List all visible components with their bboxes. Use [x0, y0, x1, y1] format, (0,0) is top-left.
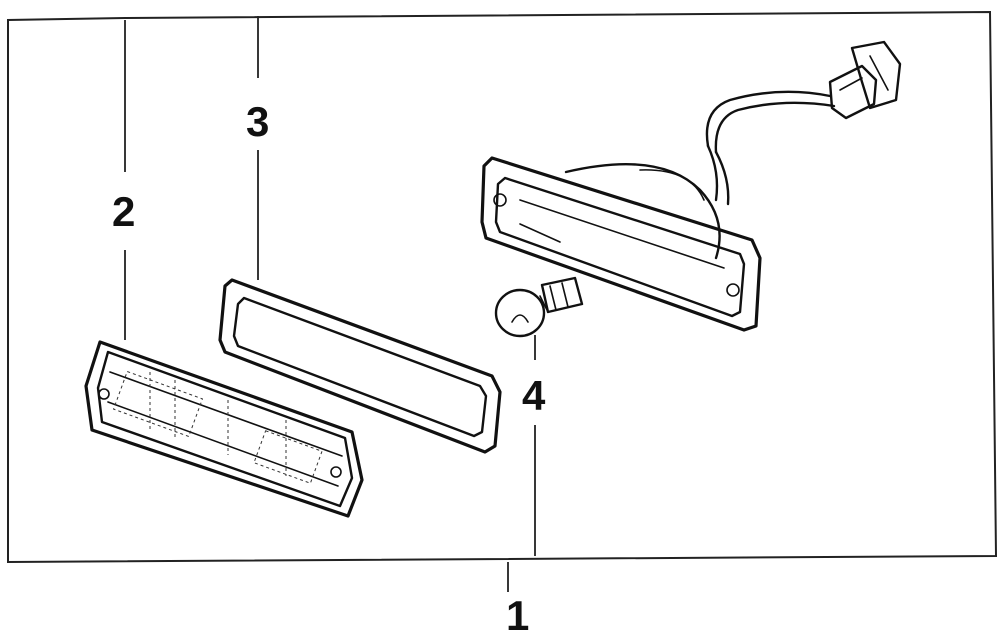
callout-bulb: 4 [522, 372, 546, 419]
bulb-part [494, 276, 584, 338]
callout-assembly: 1 [506, 592, 529, 639]
gasket-part [218, 278, 502, 454]
callout-lens: 2 [112, 188, 135, 235]
leader-lines [124, 16, 536, 592]
housing-part [480, 40, 902, 332]
assembly-frame [7, 10, 998, 564]
callout-gasket: 3 [246, 98, 269, 145]
callout-labels: 2 3 4 1 [112, 98, 546, 639]
lens-part [84, 340, 364, 518]
